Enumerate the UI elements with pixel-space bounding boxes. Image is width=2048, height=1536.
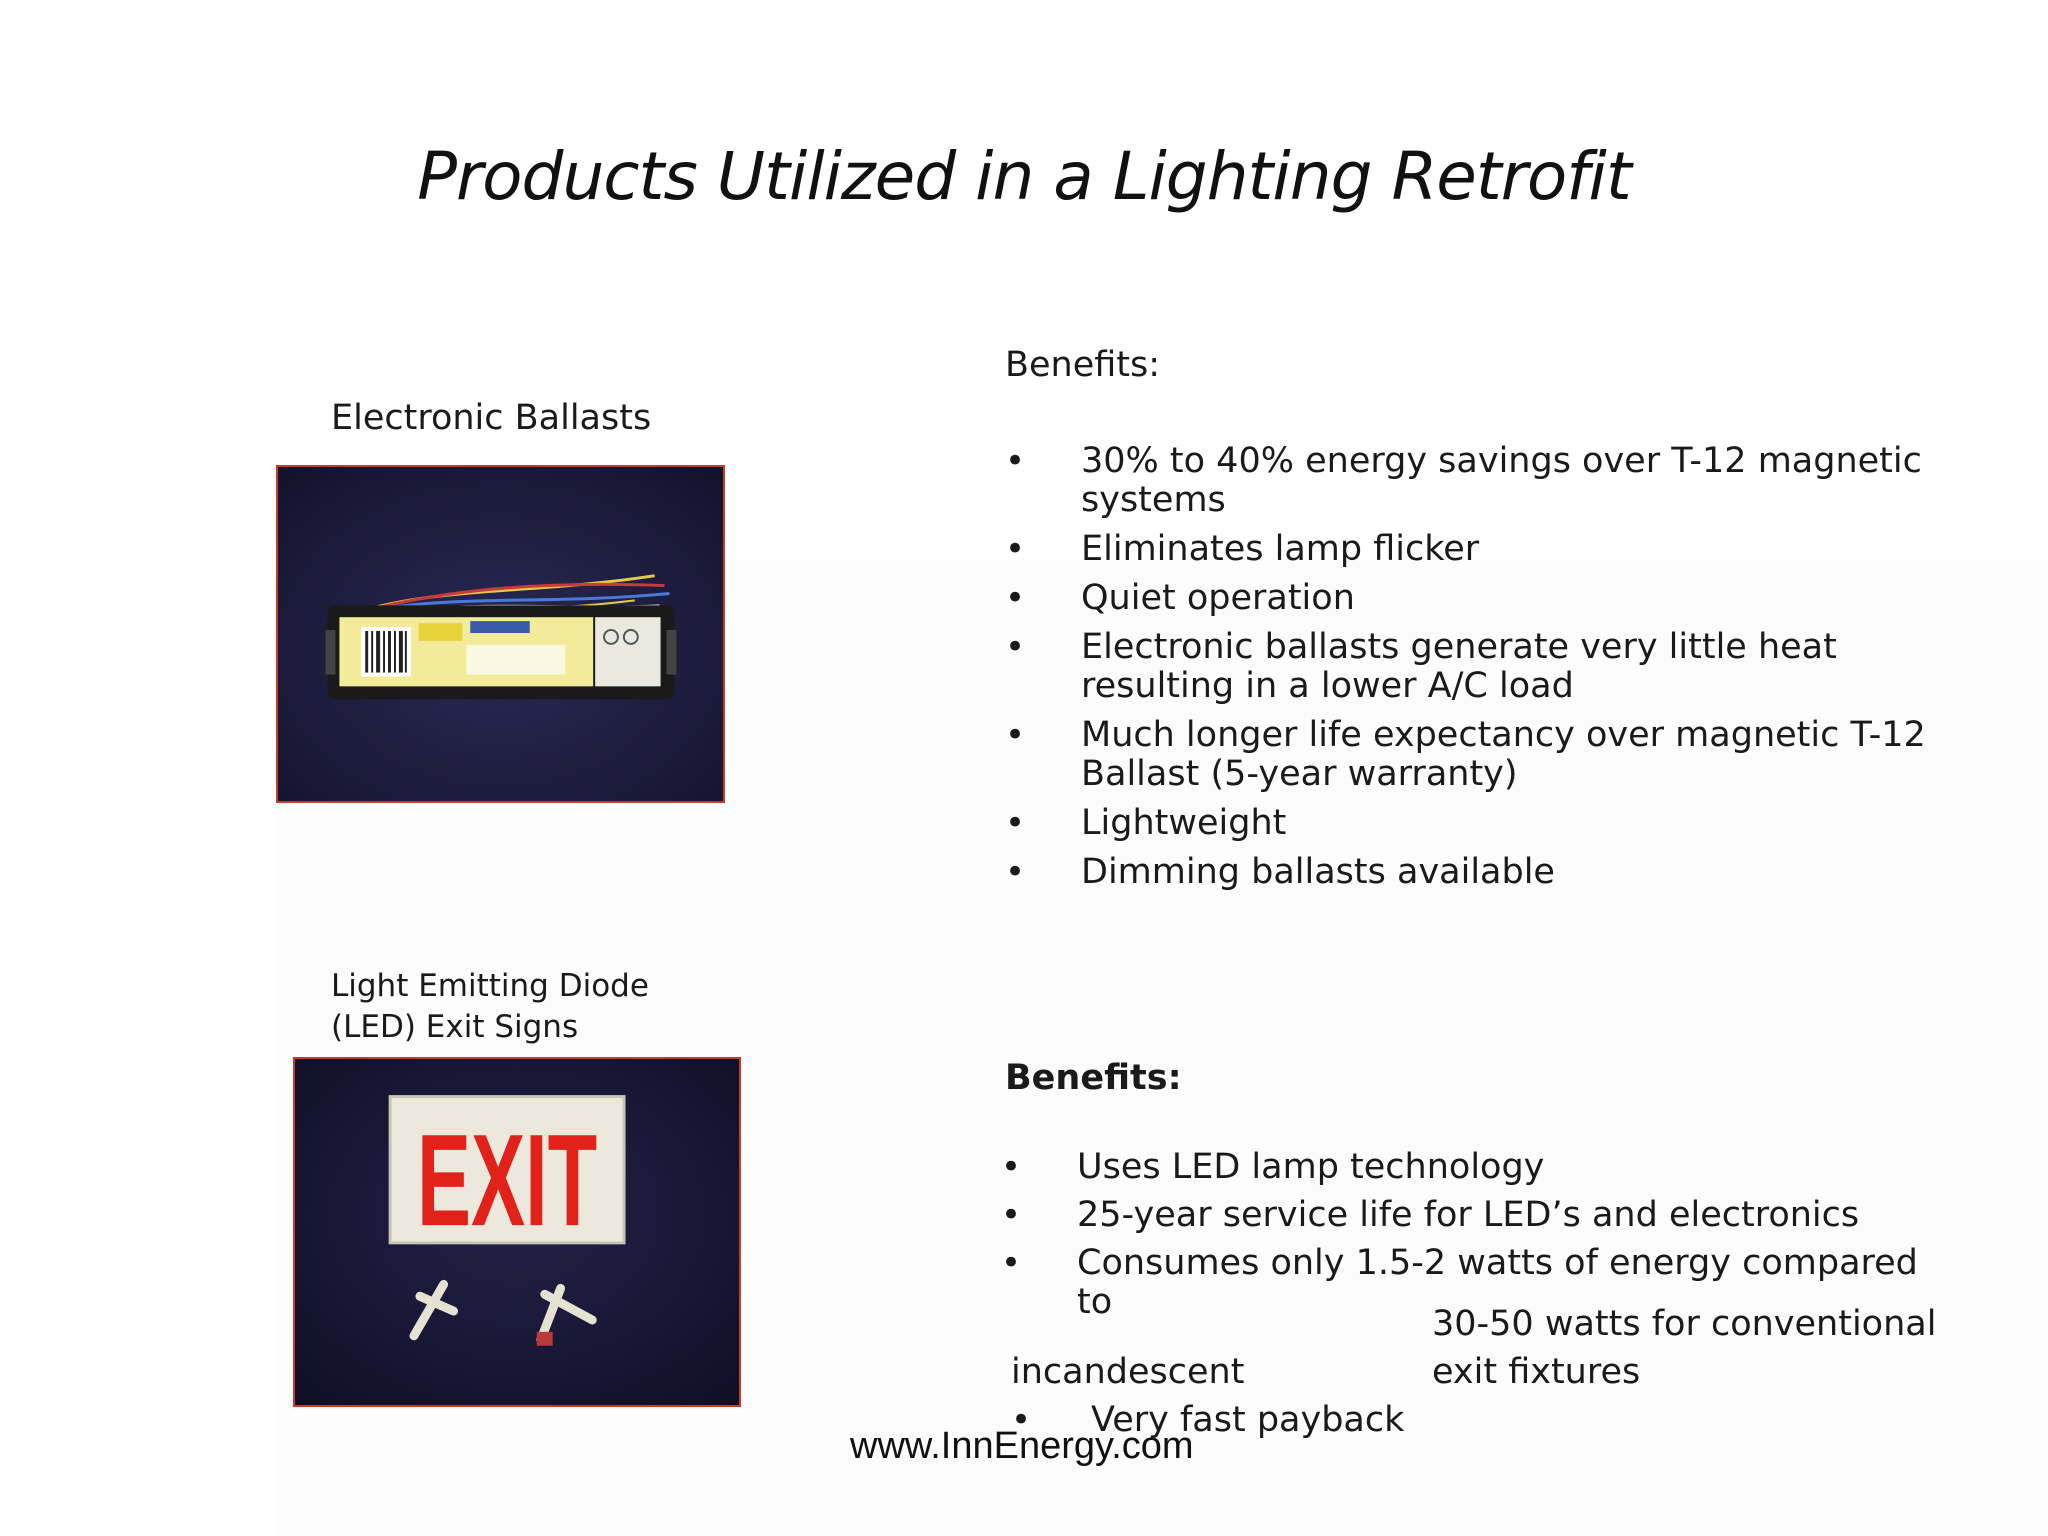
- benefit-text: 30% to 40% energy savings over T-12 magn…: [1081, 441, 1922, 520]
- list-item: • Quiet operation: [1005, 578, 1951, 618]
- slide-title: Products Utilized in a Lighting Retrofit: [417, 138, 1632, 215]
- bullet-icon: •: [1011, 1400, 1032, 1440]
- footer-website: www.InnEnergy.com: [850, 1425, 1194, 1467]
- benefit-continuation-right: exit fixtures: [1432, 1352, 1641, 1392]
- benefit-text: Consumes only 1.5-2 watts of energy comp…: [1077, 1243, 1918, 1322]
- bullet-icon: •: [1005, 803, 1026, 843]
- benefit-continuation-line: 30-50 watts for conventional: [1432, 1304, 1937, 1344]
- exit-signs-label-line1: Light Emitting Diode: [331, 968, 649, 1004]
- list-item: • Much longer life expectancy over magnet…: [1005, 715, 1951, 794]
- list-item: • 30% to 40% energy savings over T-12 mag…: [1005, 441, 1951, 520]
- bullet-icon: •: [1005, 627, 1026, 667]
- list-item: • Uses LED lamp technology: [1001, 1147, 1957, 1187]
- list-item: • Electronic ballasts generate very littl…: [1005, 627, 1951, 706]
- benefit-text: Very fast payback: [1091, 1400, 1405, 1440]
- list-item: • Eliminates lamp flicker: [1005, 529, 1951, 569]
- benefit-text: Uses LED lamp technology: [1077, 1147, 1545, 1187]
- bullet-icon: •: [1005, 441, 1026, 481]
- bullet-icon: •: [1001, 1243, 1022, 1283]
- exit-signs-benefits-list: • Uses LED lamp technology • 25-year servi…: [1001, 1147, 1957, 1331]
- benefit-text: Eliminates lamp flicker: [1081, 529, 1480, 569]
- list-item: • 25-year service life for LED’s and elec…: [1001, 1195, 1957, 1235]
- exit-signs-label: Light Emitting Diode (LED) Exit Signs: [331, 966, 649, 1048]
- list-item: • Very fast payback: [1011, 1400, 1691, 1440]
- exit-sign-text: EXIT: [417, 1109, 597, 1254]
- ballast-photo: [276, 465, 725, 803]
- list-item: • Consumes only 1.5-2 watts of energy com…: [1001, 1243, 1957, 1322]
- bullet-icon: •: [1001, 1147, 1022, 1187]
- benefit-text: 25-year service life for LED’s and elect…: [1077, 1195, 1860, 1235]
- ballasts-benefits-heading: Benefits:: [1005, 345, 1161, 385]
- bullet-icon: •: [1001, 1195, 1022, 1235]
- exit-signs-label-line2: (LED) Exit Signs: [331, 1009, 579, 1045]
- ballasts-label: Electronic Ballasts: [331, 398, 652, 438]
- exit-sign-photo: EXIT: [293, 1057, 741, 1407]
- benefit-text: Dimming ballasts available: [1081, 852, 1555, 892]
- bullet-icon: •: [1005, 578, 1026, 618]
- benefit-text: Electronic ballasts generate very little…: [1081, 627, 1837, 706]
- list-item: • Lightweight: [1005, 803, 1951, 843]
- list-item: • Dimming ballasts available: [1005, 852, 1951, 892]
- benefit-text: Quiet operation: [1081, 578, 1355, 618]
- benefit-text: Much longer life expectancy over magneti…: [1081, 715, 1926, 794]
- exit-signs-last-benefit: • Very fast payback: [1011, 1400, 1691, 1440]
- benefit-continuation-left: incandescent: [1011, 1352, 1245, 1392]
- exit-signs-benefits-heading: Benefits:: [1005, 1058, 1182, 1098]
- bullet-icon: •: [1005, 852, 1026, 892]
- ballasts-benefits-list: • 30% to 40% energy savings over T-12 mag…: [1005, 441, 1951, 902]
- bullet-icon: •: [1005, 715, 1026, 755]
- bullet-icon: •: [1005, 529, 1026, 569]
- benefit-text: Lightweight: [1081, 803, 1287, 843]
